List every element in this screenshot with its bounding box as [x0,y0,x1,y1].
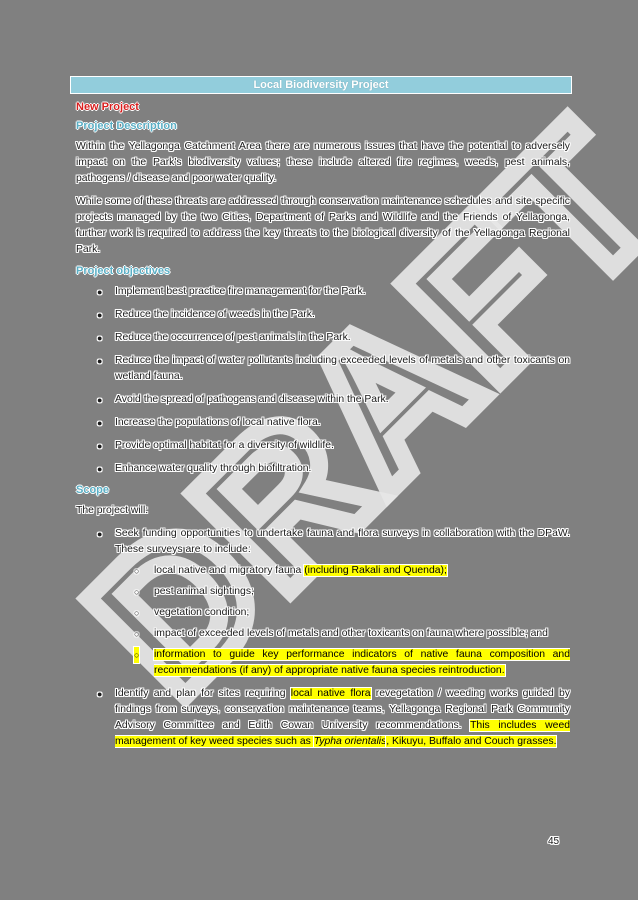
bullet-icon: ● [97,310,103,320]
page-number: 45 [548,836,560,847]
list-item: ● Avoid the spread of pathogens and disea… [76,392,570,408]
bullet-icon: ● [97,441,103,451]
list-item: ● Reduce the incidence of weeds in the Pa… [76,307,570,323]
section-heading-objectives: Project objectives [76,265,171,277]
document-page: Local Biodiversity Project New Project P… [70,76,572,750]
list-item: ● Enhance water quality through biofiltra… [76,461,570,477]
list-item-text: revegetation / weeding works guided by f… [115,688,570,731]
paragraph: Within the Yellagonga Catchment Area the… [76,141,570,184]
highlighted-species-name: Typha orientalis [313,736,387,747]
sub-bullet-icon: ○ [134,587,140,597]
section-heading-description: Project Description [76,120,177,132]
bullet-icon: ● [97,464,103,474]
status-heading: New Project [76,101,139,113]
list-item-text: Reduce the impact of water pollutants in… [115,355,570,382]
sub-bullet-icon: ○ [134,647,140,663]
sub-item-text: local native and migratory fauna [154,565,305,576]
list-item-text: Enhance water quality through biofiltrat… [115,463,312,474]
section-heading-scope: Scope [76,484,110,496]
list-item: ● Reduce the occurrence of pest animals i… [76,330,570,346]
sub-list-item: ○ pest animal sightings; [115,584,570,600]
bullet-icon: ● [97,529,103,539]
highlighted-text: , Kikuyu, Buffalo and Couch grasses. [386,736,557,747]
sub-item-text: pest animal sightings; [154,586,254,597]
highlighted-text: local native flora [290,688,371,699]
list-item: ● Implement best practice fire management… [76,284,570,300]
highlighted-text: information to guide key performance ind… [154,649,570,676]
bullet-icon: ● [97,418,103,428]
sub-list-item: ○ local native and migratory fauna (inclu… [115,563,570,579]
list-item-text: Provide optimal habitat for a diversity … [115,440,334,451]
paragraph: While some of these threats are addresse… [76,196,570,255]
sub-bullet-icon: ○ [134,566,140,576]
sub-bullet-icon: ○ [134,608,140,618]
list-item: ● Reduce the impact of water pollutants i… [76,353,570,385]
bullet-icon: ● [97,333,103,343]
sub-list-item: ○ information to guide key performance in… [115,647,570,679]
list-item: ● Identify and plan for sites requiring … [76,686,571,750]
list-item-text: Avoid the spread of pathogens and diseas… [115,394,389,405]
list-item: ● Provide optimal habitat for a diversity… [76,438,570,454]
sub-item-text: impact of exceeded levels of metals and … [154,628,548,639]
list-item-text: Increase the populations of local native… [115,417,321,428]
list-item-text: Seek funding opportunities to undertake … [115,528,570,555]
list-item-text: Identify and plan for sites requiring [115,688,291,699]
highlighted-text: (including Rakali and Quenda); [304,565,447,576]
bullet-icon: ● [97,356,103,366]
list-item-text: Reduce the occurrence of pest animals in… [115,332,351,343]
page-title: Local Biodiversity Project [70,76,572,94]
list-item-text: Implement best practice fire management … [115,286,366,297]
sub-list-item: ○ vegetation condition; [115,605,570,621]
list-item: ● Increase the populations of local nativ… [76,415,570,431]
sub-list-item: ○ impact of exceeded levels of metals and… [115,626,570,642]
list-item: ● Seek funding opportunities to undertak… [76,526,570,679]
bullet-icon: ● [97,287,103,297]
bullet-icon: ● [97,395,103,405]
list-item-text: Reduce the incidence of weeds in the Par… [115,309,315,320]
survey-sublist: ○ local native and migratory fauna (inclu… [115,563,570,679]
objectives-list: ● Implement best practice fire management… [76,284,570,477]
scope-list: ● Seek funding opportunities to undertak… [76,526,571,750]
sub-bullet-icon: ○ [134,629,140,639]
bullet-icon: ● [97,689,103,699]
scope-intro: The project will: [76,505,149,516]
sub-item-text: vegetation condition; [154,607,250,618]
